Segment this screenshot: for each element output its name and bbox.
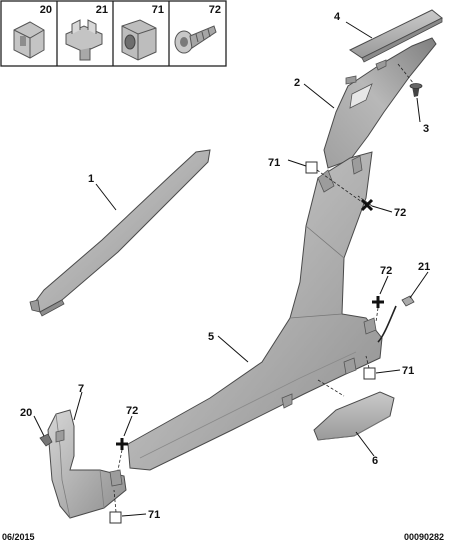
part-1-long-strip <box>29 149 211 317</box>
callout-71-right: 71 <box>402 365 414 377</box>
screw-icon <box>174 25 217 54</box>
connector-clip-icon <box>65 19 103 61</box>
callout-21: 21 <box>418 261 430 273</box>
screw-marker <box>372 296 384 308</box>
part-7-lower-trim <box>47 409 127 519</box>
callout-7: 7 <box>78 383 84 395</box>
callout-2: 2 <box>294 77 300 89</box>
legend-number-21: 21 <box>96 4 108 16</box>
callout-6: 6 <box>372 455 378 467</box>
legend-item-20: 20 <box>13 4 52 59</box>
part-21-connector-clip <box>401 295 415 307</box>
footer-reference: 00090282 <box>403 532 444 542</box>
leader-lines <box>33 21 429 517</box>
callout-20: 20 <box>20 407 32 419</box>
part-3-screw <box>409 83 423 97</box>
callout-72-lower: 72 <box>126 405 138 417</box>
part-2-upper-trim <box>323 37 437 169</box>
screw-marker <box>360 198 374 212</box>
callout-4: 4 <box>334 11 341 23</box>
callout-72-right: 72 <box>380 265 392 277</box>
part-20-clip <box>39 433 53 447</box>
callout-71-upper: 71 <box>268 157 280 169</box>
assembly-lines <box>113 169 379 513</box>
clip-icon <box>13 21 45 59</box>
fastener-legend: 20 21 71 <box>0 0 227 67</box>
legend-number-20: 20 <box>40 4 52 16</box>
callout-5: 5 <box>208 331 214 343</box>
legend-item-71: 71 <box>121 4 164 61</box>
callout-71-lower: 71 <box>148 509 160 521</box>
legend-number-72: 72 <box>209 4 221 16</box>
callout-72-upper: 72 <box>394 207 406 219</box>
part-5-main-trim <box>127 151 383 471</box>
footer-date: 06/2015 <box>2 532 35 542</box>
screw-marker <box>116 438 128 450</box>
square-nut-icon <box>121 19 157 61</box>
legend-number-71: 71 <box>152 4 164 16</box>
part-4-strip <box>348 9 443 63</box>
square-nut-marker <box>363 367 376 380</box>
callout-3: 3 <box>423 123 429 135</box>
callout-1: 1 <box>88 173 94 185</box>
square-nut-marker <box>305 161 318 174</box>
legend-item-21: 21 <box>65 4 108 61</box>
legend-item-72: 72 <box>174 4 221 54</box>
part-6-end-piece <box>313 391 395 441</box>
square-nut-marker <box>109 511 122 524</box>
